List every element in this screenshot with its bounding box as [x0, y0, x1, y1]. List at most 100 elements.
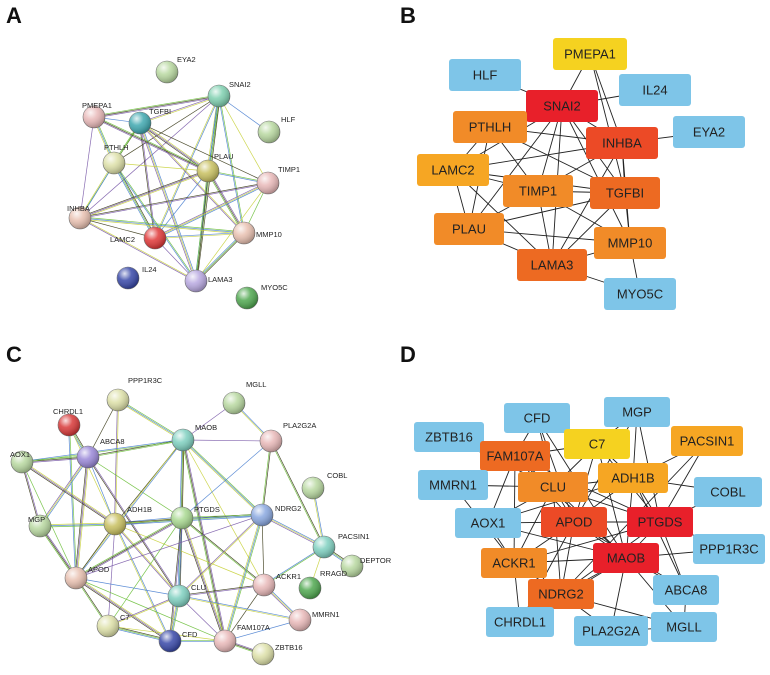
panel_D-node-ndrg2[interactable]: NDRG2: [528, 579, 594, 609]
panel_C-node-ppp1r3c[interactable]: PPP1R3C: [106, 376, 163, 412]
panel_C-node-label-ackr1: ACKR1: [276, 572, 301, 581]
panel_B-node-box-il24: [619, 74, 691, 106]
panel_C-edge-ackr1-clu: [178, 584, 264, 596]
panel_B-node-pmepa1[interactable]: PMEPA1: [553, 38, 627, 70]
panel_D-node-mgll[interactable]: MGLL: [651, 612, 717, 642]
panel_C-edge-clu-c7: [108, 596, 180, 627]
panel_B-node-timp1[interactable]: TIMP1: [503, 175, 573, 207]
panel_A-edge-inhba-mmp10: [80, 216, 245, 233]
panel_C-node-rragd[interactable]: RRAGD: [298, 569, 348, 600]
panel_A-edge-plau-inhba: [79, 170, 209, 219]
panel_B-node-snai2[interactable]: SNAI2: [526, 90, 598, 122]
panel_C-node-cfd[interactable]: CFD: [158, 629, 198, 653]
panel_A-edge-snai2-tgfbi: [140, 96, 220, 124]
panel_D-node-label-cfd: CFD: [524, 411, 551, 426]
panel_D-node-ackr1[interactable]: ACKR1: [481, 548, 547, 578]
panel_A-node-myo5c[interactable]: MYO5C: [235, 283, 288, 310]
panel_B-node-lamc2[interactable]: LAMC2: [417, 154, 489, 186]
panel_C-node-pacsin1[interactable]: PACSIN1: [312, 532, 370, 559]
panel_A-node-inhba[interactable]: INHBA: [67, 204, 92, 230]
panel_A-node-pmepa1[interactable]: PMEPA1: [82, 101, 112, 129]
panel_D-node-cfd[interactable]: CFD: [504, 403, 570, 433]
panel_C-node-deptor[interactable]: DEPTOR: [340, 554, 392, 578]
panel_A-node-eya2[interactable]: EYA2: [155, 55, 196, 84]
panel_C-node-zbtb16[interactable]: ZBTB16: [251, 642, 303, 666]
panel_D-node-label-adh1b: ADH1B: [611, 471, 654, 486]
panel_D-node-abca8[interactable]: ABCA8: [653, 575, 719, 605]
panel_D-node-mmrn1[interactable]: MMRN1: [418, 470, 488, 500]
panel_D-node-ppp1r3c[interactable]: PPP1R3C: [693, 534, 765, 564]
panel_B-node-il24[interactable]: IL24: [619, 74, 691, 106]
panel_B-node-myo5c[interactable]: MYO5C: [604, 278, 676, 310]
panel_C-node-ndrg2[interactable]: NDRG2: [250, 503, 301, 527]
panel_A-edge-pmepa1-inhba: [79, 116, 95, 219]
panel_B-node-hlf[interactable]: HLF: [449, 59, 521, 91]
panel_D-node-clu[interactable]: CLU: [518, 472, 588, 502]
panel_D-node-zbtb16[interactable]: ZBTB16: [414, 422, 484, 452]
panel_A-edge-tgfbi-plau: [139, 122, 209, 172]
panel_D-node-apod[interactable]: APOD: [541, 507, 607, 537]
panel_D-node-ptgds[interactable]: PTGDS: [627, 507, 693, 537]
panel_C-node-shine-clu: [168, 585, 190, 607]
panel_A-node-snai2[interactable]: SNAI2: [207, 80, 251, 108]
panel_C-edge-ndrg2-fam107a: [223, 514, 262, 641]
panel_B-node-inhba[interactable]: INHBA: [586, 127, 658, 159]
panel_B-node-pthlh[interactable]: PTHLH: [453, 111, 527, 143]
panel_A-edge-tgfbi-timp1: [139, 122, 269, 184]
panel_C-node-ptgds[interactable]: PTGDS: [170, 505, 220, 530]
panel_A-node-shine-lamc2: [144, 227, 166, 249]
panel_C-node-abca8[interactable]: ABCA8: [76, 437, 125, 469]
panel_C-node-clu[interactable]: CLU: [167, 583, 206, 608]
panel_A-node-mmp10[interactable]: MMP10: [232, 221, 282, 245]
panel_C-node-fam107a[interactable]: FAM107A: [213, 623, 270, 653]
panel_C-node-cobl[interactable]: COBL: [301, 471, 347, 500]
panel_C-node-ackr1[interactable]: ACKR1: [252, 572, 301, 597]
panel_B-node-box-tgfbi: [590, 177, 660, 209]
panel_D-node-maob[interactable]: MAOB: [593, 543, 659, 573]
panel_A-node-shine-timp1: [257, 172, 279, 194]
panel_C-node-mgp[interactable]: MGP: [28, 514, 52, 538]
panel_D-node-chrdl1[interactable]: CHRDL1: [486, 607, 554, 637]
panel_A-edge-snai2-lamc2: [154, 95, 219, 238]
panel_C-node-apod[interactable]: APOD: [64, 565, 110, 590]
panel_D-node-pacsin1[interactable]: PACSIN1: [671, 426, 743, 456]
panel_B-node-mmp10[interactable]: MMP10: [594, 227, 666, 259]
panel_D-node-mgp[interactable]: MGP: [604, 397, 670, 427]
panel_A-node-hlf[interactable]: HLF: [257, 115, 296, 144]
panel_A-node-timp1[interactable]: TIMP1: [256, 165, 300, 195]
panel_A-edge-lamc2-mmp10: [154, 232, 244, 238]
panel_D-node-cobl[interactable]: COBL: [694, 477, 762, 507]
panel_C-node-adh1b[interactable]: ADH1B: [103, 505, 152, 536]
panel_D-node-adh1b[interactable]: ADH1B: [598, 463, 668, 493]
panel_A-node-lamc2[interactable]: LAMC2: [110, 226, 167, 250]
panel_A-node-lama3[interactable]: LAMA3: [184, 269, 233, 293]
panel_A-edge-plau-pmepa1: [94, 115, 209, 171]
panel_D-node-fam107a[interactable]: FAM107A: [480, 441, 550, 471]
panel_C-node-pla2g2a[interactable]: PLA2G2A: [259, 421, 316, 453]
panel_B-node-lama3[interactable]: LAMA3: [517, 249, 587, 281]
panel_A-node-il24[interactable]: IL24: [116, 265, 157, 290]
panel_C-node-chrdl1[interactable]: CHRDL1: [53, 407, 83, 437]
panel_B-node-label-pmepa1: PMEPA1: [564, 47, 616, 62]
panel_B-node-label-il24: IL24: [642, 83, 667, 98]
panel_C-edge-adh1b-mgp: [40, 524, 116, 528]
panel_C-node-mmrn1[interactable]: MMRN1: [288, 608, 340, 632]
panel_B-node-eya2[interactable]: EYA2: [673, 116, 745, 148]
panel_B-edge-inhba-lama3: [551, 142, 623, 266]
panel_D-node-aox1[interactable]: AOX1: [455, 508, 521, 538]
panel_A-edge-snai2-pmepa1: [94, 96, 220, 119]
panel_A-node-tgfbi[interactable]: TGFBI: [128, 107, 171, 135]
panel_C-edge-ndrg2-pacsin1: [261, 515, 324, 549]
panel_D-node-c7[interactable]: C7: [564, 429, 630, 459]
panel_A-node-pthlh[interactable]: PTHLH: [102, 143, 129, 175]
panel_C-edge-maob-fam107a: [181, 440, 225, 642]
panel_B-node-plau[interactable]: PLAU: [434, 213, 504, 245]
panel_D-node-box-maob: [593, 543, 659, 573]
panel_B-node-tgfbi[interactable]: TGFBI: [590, 177, 660, 209]
panel_C-node-c7[interactable]: C7: [96, 613, 130, 638]
panel_C-node-maob[interactable]: MAOB: [171, 423, 217, 452]
panel_A-node-plau[interactable]: PLAU: [196, 152, 234, 183]
panel_C-node-mgll[interactable]: MGLL: [222, 380, 266, 415]
panel_D-node-pla2g2a[interactable]: PLA2G2A: [574, 616, 648, 646]
panel_C-node-aox1[interactable]: AOX1: [10, 450, 34, 474]
